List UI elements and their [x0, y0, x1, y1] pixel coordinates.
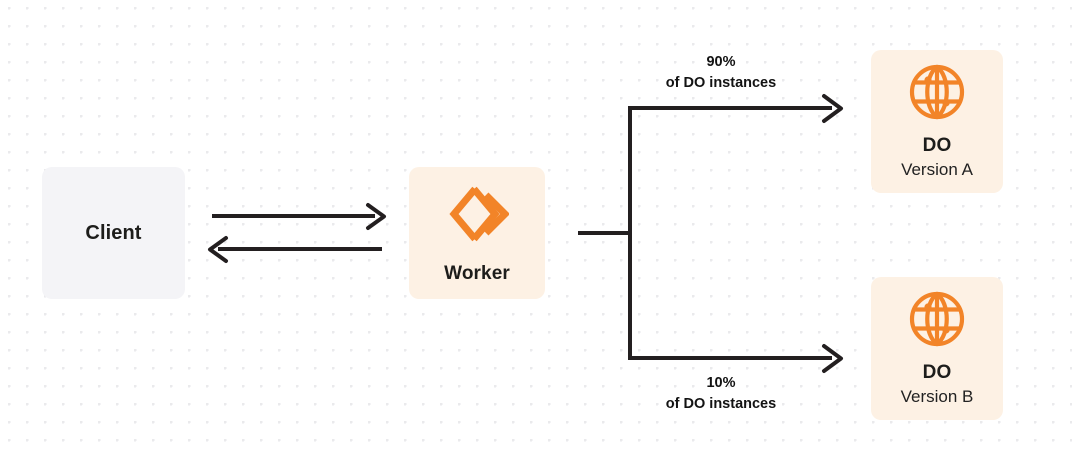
- edge-label-do-a-percent: 90%: [706, 54, 736, 70]
- globe-icon: [908, 290, 966, 353]
- edge-label-do-a-description: of DO instances: [665, 74, 777, 91]
- edge-label-do-a: 90% of DO instances: [634, 52, 808, 93]
- node-do-b-subtitle: Version B: [900, 386, 974, 406]
- edge-client-to-worker: [212, 203, 386, 230]
- node-do-a-subtitle: Version A: [901, 159, 973, 179]
- node-worker[interactable]: Worker: [409, 167, 545, 299]
- edge-label-do-b-description: of DO instances: [665, 395, 777, 412]
- node-worker-title: Worker: [444, 262, 510, 284]
- node-do-b-title: DO: [922, 361, 952, 383]
- node-do-a-title: DO: [922, 134, 952, 156]
- cloudflare-workers-icon: [445, 182, 510, 251]
- edge-worker-to-do-b: [628, 344, 843, 373]
- node-client[interactable]: Client: [42, 167, 185, 299]
- edge-label-do-b: 10% of DO instances: [634, 373, 808, 414]
- edge-worker-to-client: [208, 236, 382, 263]
- node-do-version-b[interactable]: DO Version B: [871, 277, 1003, 420]
- globe-icon: [908, 63, 966, 126]
- node-do-version-a[interactable]: DO Version A: [871, 50, 1003, 193]
- edge-label-do-b-percent: 10%: [706, 375, 736, 391]
- node-client-title: Client: [85, 221, 142, 244]
- edge-worker-to-do-a: [628, 94, 843, 123]
